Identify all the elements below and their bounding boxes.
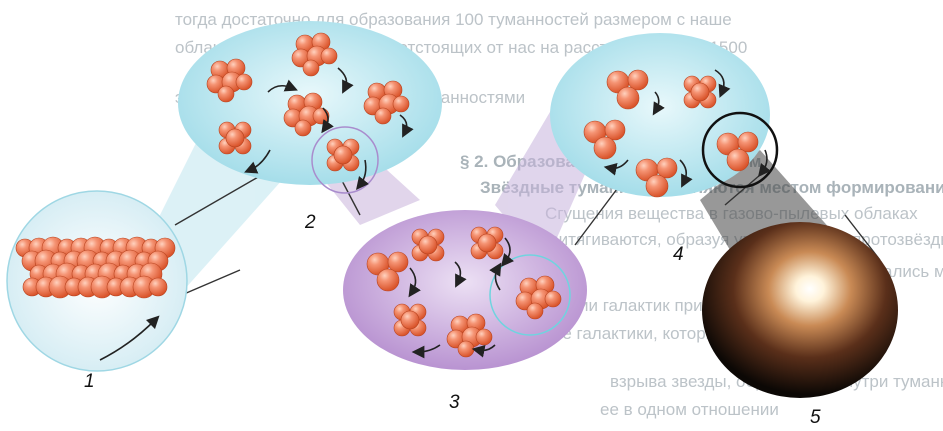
particle bbox=[393, 96, 409, 112]
particle bbox=[476, 329, 492, 345]
particle bbox=[388, 252, 408, 272]
particle bbox=[691, 83, 709, 101]
particle bbox=[303, 60, 319, 76]
particle bbox=[617, 87, 639, 109]
particle bbox=[149, 278, 167, 296]
particle bbox=[334, 146, 352, 164]
particle bbox=[727, 149, 749, 171]
particle bbox=[527, 303, 543, 319]
particle bbox=[295, 120, 311, 136]
particle bbox=[545, 291, 561, 307]
particle bbox=[478, 234, 496, 252]
particle bbox=[419, 236, 437, 254]
particle bbox=[657, 158, 677, 178]
particle bbox=[594, 137, 616, 159]
particle bbox=[377, 269, 399, 291]
particle bbox=[605, 120, 625, 140]
particle bbox=[646, 175, 668, 197]
particle bbox=[628, 70, 648, 90]
particle bbox=[458, 341, 474, 357]
particle bbox=[375, 108, 391, 124]
particle bbox=[313, 108, 329, 124]
particle bbox=[218, 86, 234, 102]
particle bbox=[236, 74, 252, 90]
particle bbox=[738, 132, 758, 152]
particle bbox=[321, 48, 337, 64]
particle bbox=[226, 129, 244, 147]
particle bbox=[401, 311, 419, 329]
star-stage-5 bbox=[702, 222, 898, 398]
